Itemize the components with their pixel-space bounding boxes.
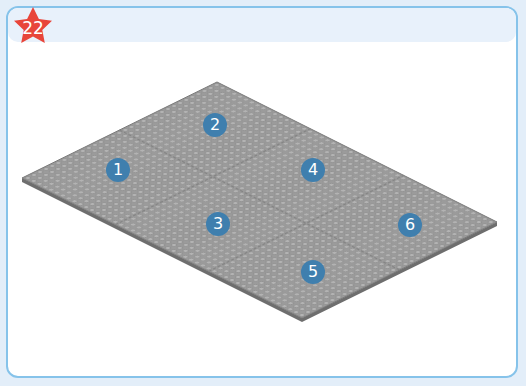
callout-number: 4 — [308, 162, 318, 178]
callout-number: 1 — [113, 162, 123, 178]
step-number: 22 — [22, 20, 44, 37]
callout-number: 6 — [405, 217, 415, 233]
callout-number: 3 — [213, 216, 223, 232]
callout-number: 5 — [308, 264, 318, 280]
callout-number: 2 — [210, 117, 220, 133]
